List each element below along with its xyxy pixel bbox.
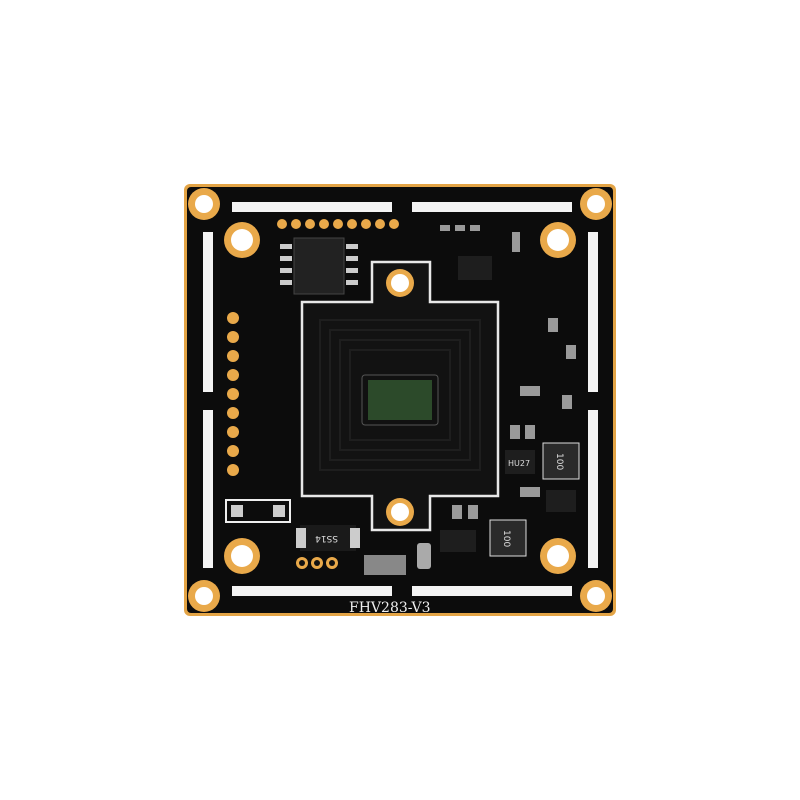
- header-pads-left: [227, 312, 239, 476]
- image-sensor: [368, 380, 432, 420]
- edge-slots: [203, 202, 598, 596]
- inductor-1-label: 100: [501, 530, 511, 547]
- flash-chip: [293, 237, 345, 295]
- regulator-label: HU27: [508, 459, 530, 468]
- transistor: [546, 490, 576, 512]
- inductor-2-label: 100: [554, 453, 564, 470]
- regulator-chip: [505, 450, 535, 474]
- ldo-chip: [440, 530, 476, 552]
- inductor-2: [542, 442, 580, 480]
- transistor: [458, 256, 492, 280]
- header-pads-top: [277, 219, 399, 229]
- mounting-holes: [188, 188, 612, 612]
- inductor-1: [489, 519, 527, 557]
- capacitor: [364, 555, 406, 575]
- capacitor: [417, 543, 431, 569]
- board-model-label: FHV283-V3: [349, 600, 430, 616]
- jumper-outline: [225, 499, 291, 523]
- traces: [319, 319, 481, 471]
- small-passives: [440, 225, 576, 519]
- diode-label: SS14: [315, 533, 338, 543]
- diode-ss14: [300, 525, 356, 551]
